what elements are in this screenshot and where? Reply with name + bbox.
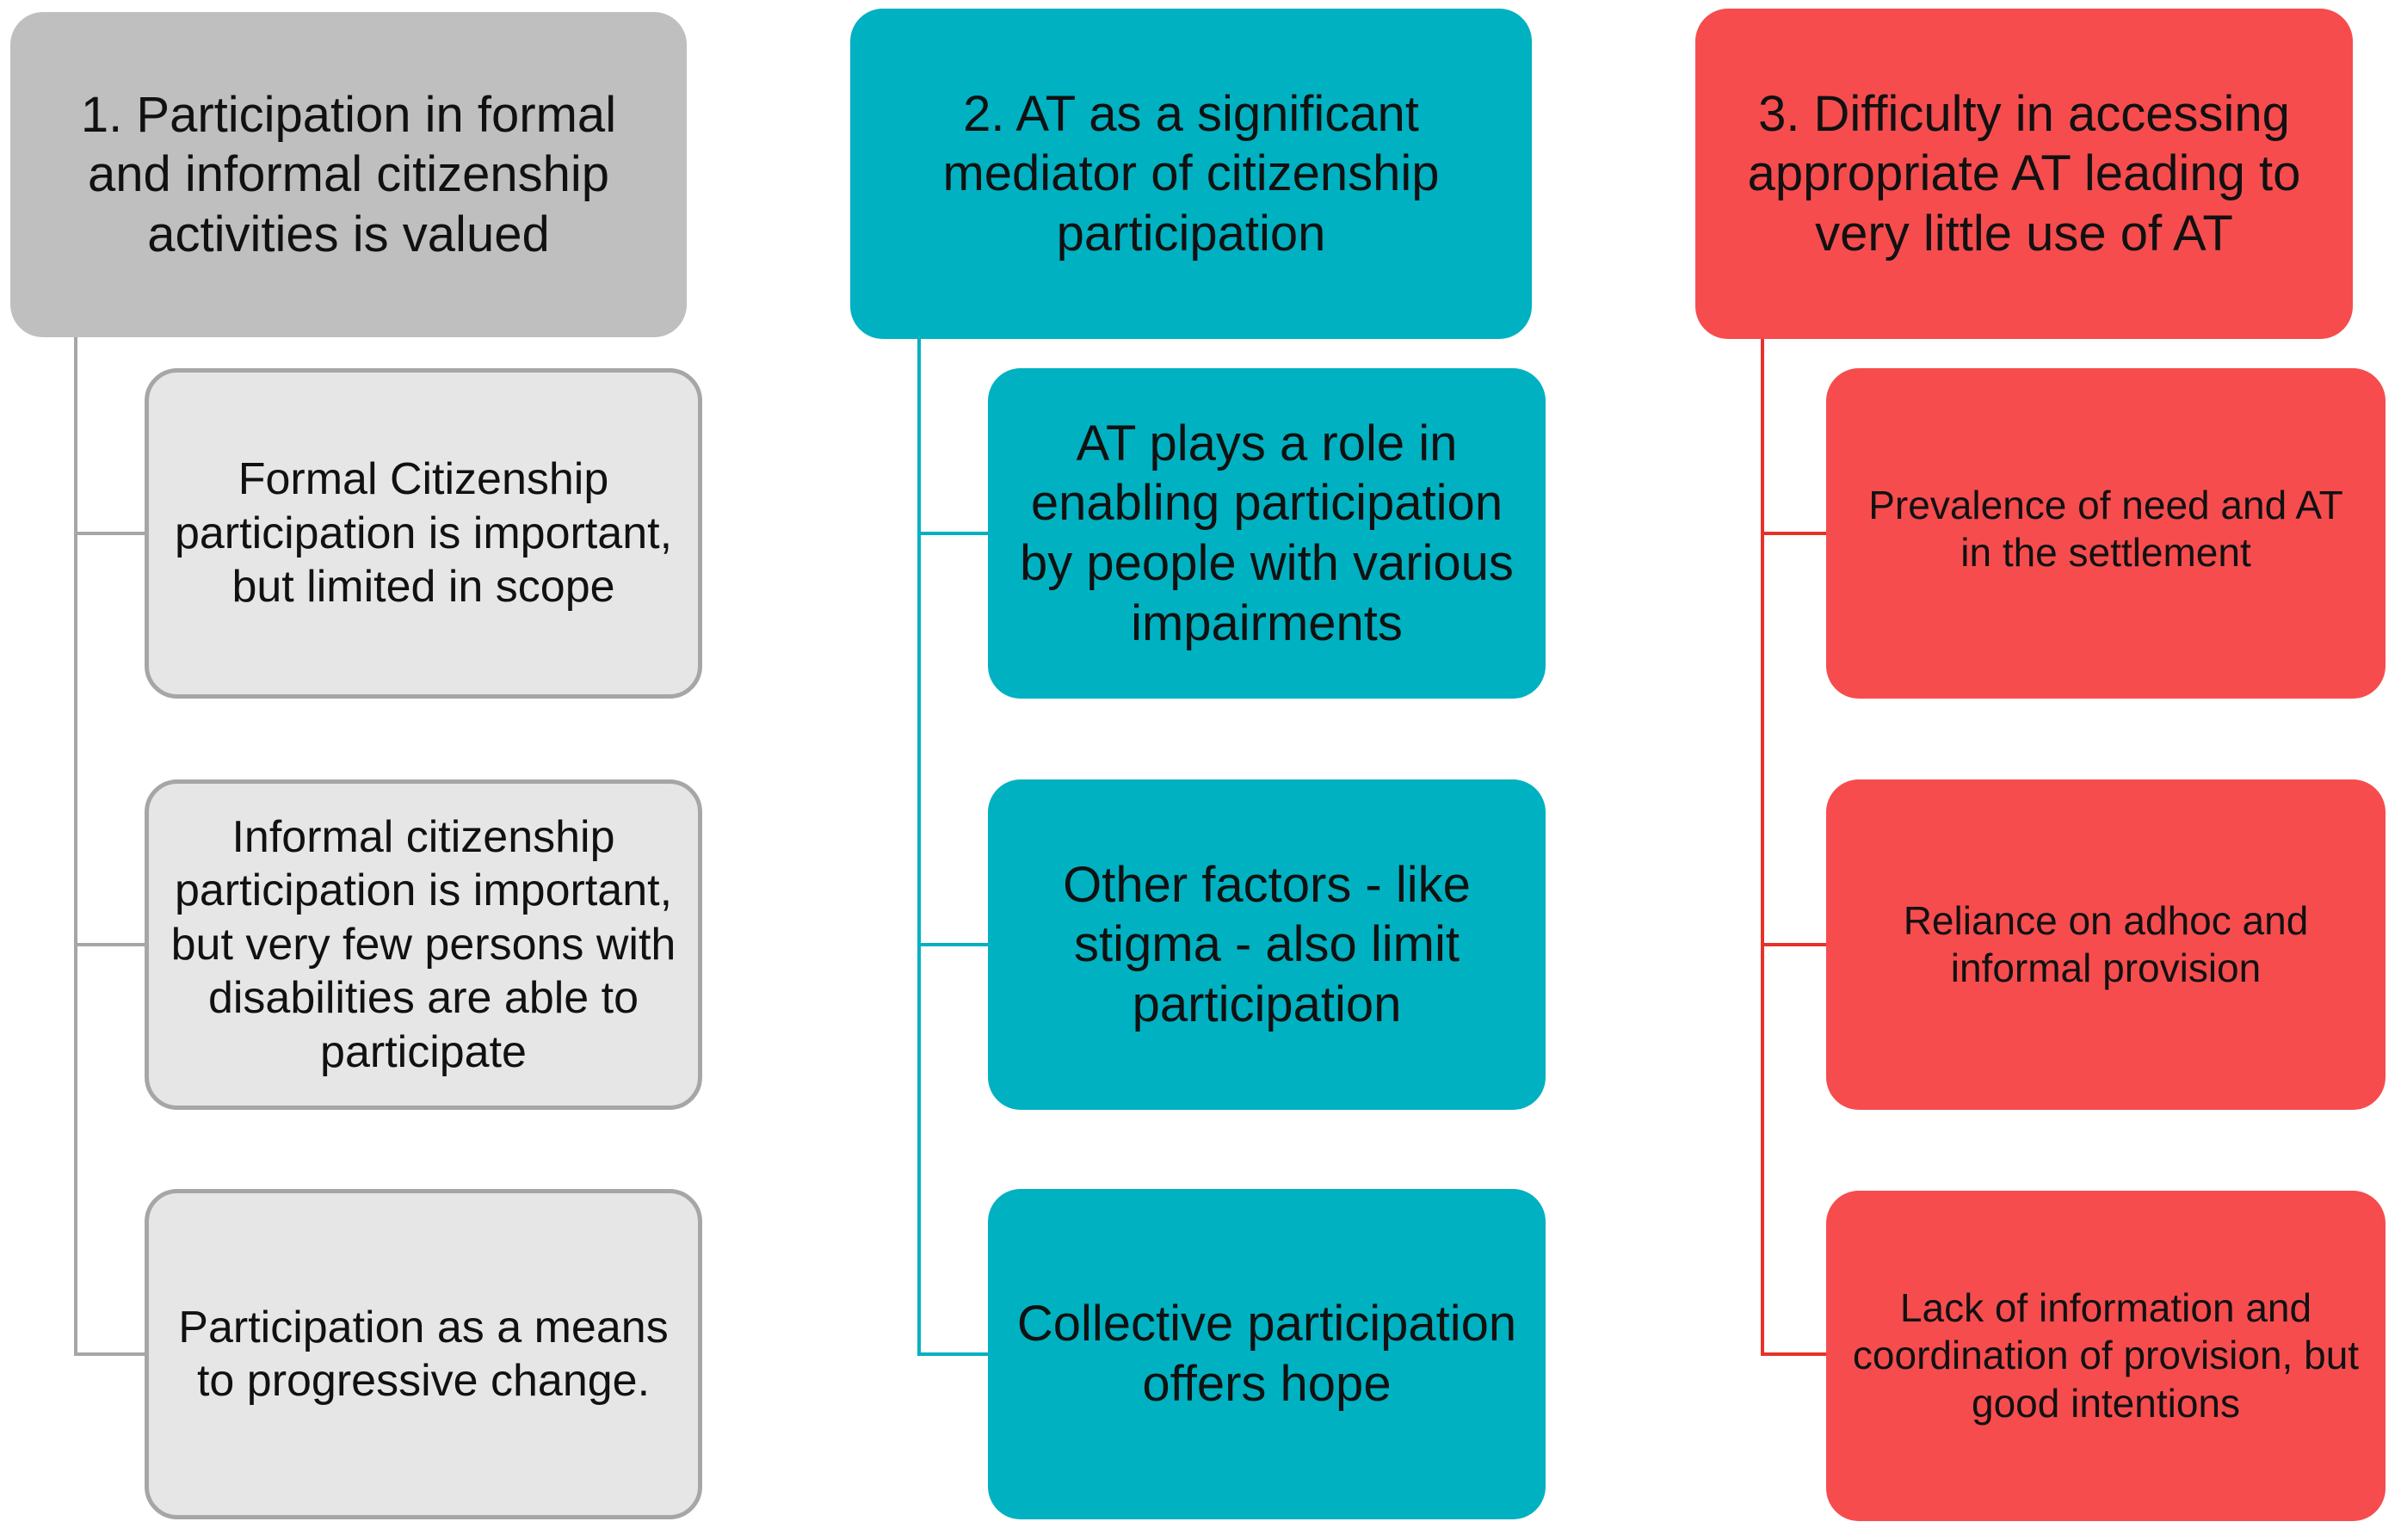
theme-1-subtheme-3: Participation as a means to progressive …	[145, 1189, 702, 1519]
theme-1-subtheme-1: Formal Citizenship participation is impo…	[145, 368, 702, 699]
column-1-branch	[74, 532, 145, 535]
theme-1-subtheme-2: Informal citizenship participation is im…	[145, 779, 702, 1110]
column-2-branch	[917, 532, 988, 535]
theme-3-header-text: 3. Difficulty in accessing appropriate A…	[1747, 85, 2301, 262]
theme-1-subtheme-2-text: Informal citizenship participation is im…	[170, 812, 676, 1077]
theme-2-subtheme-2: Other factors - like stigma - also limit…	[988, 779, 1546, 1110]
theme-2-subtheme-1-text: AT plays a role in enabling participatio…	[1020, 415, 1514, 651]
column-2-branch	[917, 943, 988, 946]
column-2-connector	[917, 337, 921, 1356]
theme-1-header-text: 1. Participation in formal and informal …	[80, 86, 617, 262]
column-1-branch	[74, 1352, 145, 1356]
theme-2-subtheme-1: AT plays a role in enabling participatio…	[988, 368, 1546, 699]
column-2-branch	[917, 1352, 988, 1356]
theme-3-header: 3. Difficulty in accessing appropriate A…	[1695, 9, 2353, 339]
theme-3-subtheme-2-text: Reliance on adhoc and informal provision	[1903, 897, 2309, 990]
theme-2-header: 2. AT as a significant mediator of citiz…	[850, 9, 1532, 339]
column-3-branch	[1761, 943, 1826, 946]
theme-2-subtheme-2-text: Other factors - like stigma - also limit…	[1063, 856, 1471, 1032]
theme-3-subtheme-1: Prevalence of need and AT in the settlem…	[1826, 368, 2386, 699]
theme-2-header-text: 2. AT as a significant mediator of citiz…	[942, 85, 1440, 262]
theme-3-subtheme-3-text: Lack of information and coordination of …	[1852, 1285, 2360, 1426]
theme-3-subtheme-3: Lack of information and coordination of …	[1826, 1191, 2386, 1521]
theme-1-header: 1. Participation in formal and informal …	[10, 12, 687, 337]
theme-2-subtheme-3: Collective participation offers hope	[988, 1189, 1546, 1519]
theme-3-subtheme-2: Reliance on adhoc and informal provision	[1826, 779, 2386, 1110]
column-3-connector	[1761, 337, 1764, 1356]
column-3-branch	[1761, 1352, 1826, 1356]
theme-2-subtheme-3-text: Collective participation offers hope	[1016, 1296, 1517, 1412]
column-1-branch	[74, 943, 145, 946]
column-1-connector	[74, 336, 77, 1356]
theme-3-subtheme-1-text: Prevalence of need and AT in the settlem…	[1868, 483, 2343, 576]
column-3-branch	[1761, 532, 1826, 535]
theme-1-subtheme-1-text: Formal Citizenship participation is impo…	[174, 454, 673, 613]
theme-1-subtheme-3-text: Participation as a means to progressive …	[178, 1302, 669, 1406]
